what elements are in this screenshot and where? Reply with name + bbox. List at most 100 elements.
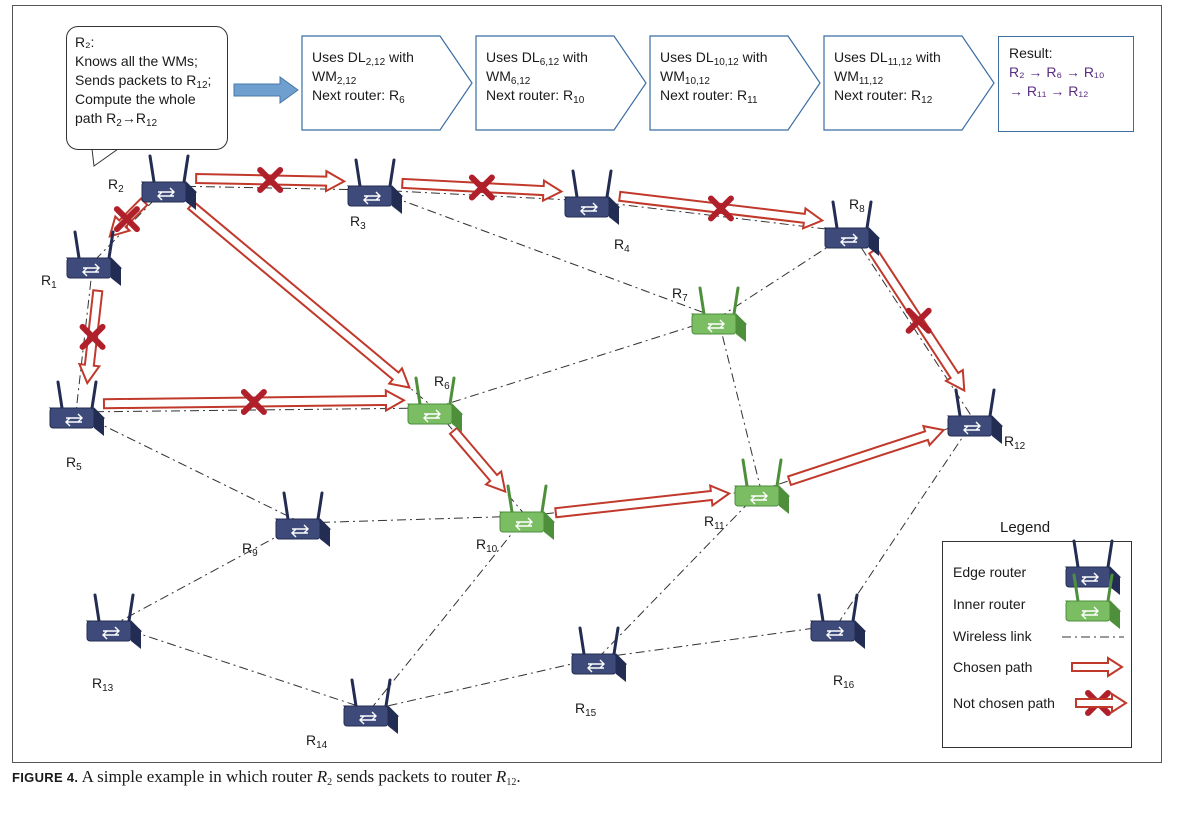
router-label-R1: R1 bbox=[41, 272, 57, 291]
antenna bbox=[388, 158, 396, 188]
cross-stroke bbox=[707, 195, 734, 222]
router-arrows bbox=[707, 319, 725, 333]
antenna bbox=[605, 169, 613, 199]
antenna bbox=[93, 593, 101, 623]
callout-line-knows: Knows all the WMs; bbox=[75, 53, 198, 69]
routers bbox=[48, 154, 1004, 734]
antenna bbox=[775, 458, 783, 488]
router-arrows bbox=[423, 409, 441, 423]
antenna bbox=[90, 380, 98, 410]
callout-title: R₂: bbox=[75, 34, 95, 50]
step-box-3: Uses DL10,12 with WM10,12 Next router: R… bbox=[660, 49, 768, 106]
router-icon-R10 bbox=[498, 484, 556, 540]
chosen-arrow-R6-R10 bbox=[448, 426, 507, 494]
figure-number: FIGURE 4. bbox=[12, 770, 79, 785]
router-icon-R2 bbox=[140, 154, 198, 210]
router-arrows bbox=[1081, 606, 1099, 620]
cross-stroke bbox=[468, 174, 495, 201]
antenna bbox=[954, 388, 962, 418]
legend-chosen-path-arrow-icon bbox=[1071, 656, 1124, 678]
callout-line-compute: Compute the whole bbox=[75, 91, 196, 107]
wireless-link-R14-R10 bbox=[369, 515, 527, 711]
router-arrows bbox=[580, 202, 598, 216]
router-icon-R3 bbox=[346, 158, 404, 214]
router-label-R4: R4 bbox=[614, 236, 630, 255]
cross-stroke bbox=[257, 166, 284, 193]
wireless-link-R3-R7 bbox=[373, 189, 719, 319]
legend: Edge router Inner router Wireless link C… bbox=[942, 541, 1132, 748]
legend-wireless-link: Wireless link bbox=[953, 628, 1032, 644]
wireless-link-R5-R9 bbox=[75, 411, 303, 524]
router-arrows bbox=[750, 491, 768, 505]
router-side bbox=[186, 182, 196, 210]
router-icon-R1 bbox=[65, 230, 123, 286]
antenna bbox=[56, 380, 64, 410]
decorations bbox=[91, 35, 1128, 714]
router-arrows bbox=[65, 413, 83, 427]
router-icon-R7 bbox=[690, 286, 748, 342]
chosen-arrow-R2-R6 bbox=[186, 200, 411, 389]
router-label-R14: R14 bbox=[306, 732, 328, 751]
router-side bbox=[392, 186, 402, 214]
router-label-R15: R15 bbox=[575, 700, 597, 719]
antenna bbox=[316, 491, 324, 521]
router-arrows bbox=[587, 659, 605, 673]
not-chosen-cross-icon-R1-R5 bbox=[79, 323, 106, 350]
router-side bbox=[992, 416, 1002, 444]
wireless-link-R15-R11 bbox=[597, 489, 762, 659]
router-icon-R11 bbox=[733, 458, 791, 514]
antenna bbox=[148, 154, 156, 184]
wireless-link-R1-R5 bbox=[75, 261, 94, 413]
antenna bbox=[1106, 573, 1114, 603]
router-arrows bbox=[291, 524, 309, 538]
cross-stroke bbox=[905, 307, 932, 334]
cross-stroke bbox=[113, 206, 140, 233]
antenna bbox=[182, 154, 190, 184]
wireless-link-R16-R12 bbox=[836, 419, 975, 626]
router-label-R11: R11 bbox=[704, 513, 725, 532]
not-chosen-cross-icon-R3-R4 bbox=[468, 174, 495, 201]
router-side bbox=[609, 197, 619, 225]
antenna bbox=[612, 626, 620, 656]
antenna bbox=[448, 376, 456, 406]
antenna bbox=[698, 286, 706, 316]
step-pentagon-3 bbox=[649, 35, 821, 131]
step-pentagon-4 bbox=[823, 35, 995, 131]
router-label-R13: R13 bbox=[92, 675, 114, 694]
antenna bbox=[107, 230, 115, 260]
step-box-2: Uses DL6,12 with WM6,12 Next router: R10 bbox=[486, 49, 588, 106]
router-icon-R16 bbox=[809, 593, 867, 649]
legend-not-chosen-arrow-icon bbox=[1075, 692, 1128, 714]
antenna bbox=[851, 593, 859, 623]
router-icon-R15 bbox=[570, 626, 628, 682]
callout-line-sends: Sends packets to R12; bbox=[75, 72, 212, 91]
antenna bbox=[732, 286, 740, 316]
antenna bbox=[865, 200, 873, 230]
antenna bbox=[282, 491, 290, 521]
r2-callout: R₂: Knows all the WMs; Sends packets to … bbox=[66, 26, 228, 150]
router-side bbox=[736, 314, 746, 342]
wireless-link-R9-R10 bbox=[301, 515, 527, 524]
router-icon-R6 bbox=[406, 376, 464, 432]
router-side bbox=[616, 654, 626, 682]
antenna bbox=[817, 593, 825, 623]
router-side bbox=[131, 621, 141, 649]
antenna bbox=[384, 678, 392, 708]
router-side bbox=[869, 228, 879, 256]
router-icon-R12 bbox=[946, 388, 1004, 444]
router-side bbox=[1110, 601, 1120, 629]
router-label-R7: R7 bbox=[672, 285, 688, 304]
step-pentagon-1 bbox=[301, 35, 473, 131]
legend-chosen-path: Chosen path bbox=[953, 659, 1033, 675]
router-side bbox=[544, 512, 554, 540]
not-chosen-cross-icon-R2-R1 bbox=[113, 206, 140, 233]
not-chosen-cross-icon-R5-R6 bbox=[240, 389, 267, 416]
router-side bbox=[779, 486, 789, 514]
not-chosen-cross-icon-R4-R8 bbox=[707, 195, 734, 222]
antenna bbox=[540, 484, 548, 514]
wireless-link-R14-R15 bbox=[369, 657, 599, 711]
router-arrows bbox=[157, 187, 175, 201]
antenna bbox=[127, 593, 135, 623]
not-chosen-cross-icon-R2-R3 bbox=[257, 166, 284, 193]
antenna bbox=[354, 158, 362, 188]
